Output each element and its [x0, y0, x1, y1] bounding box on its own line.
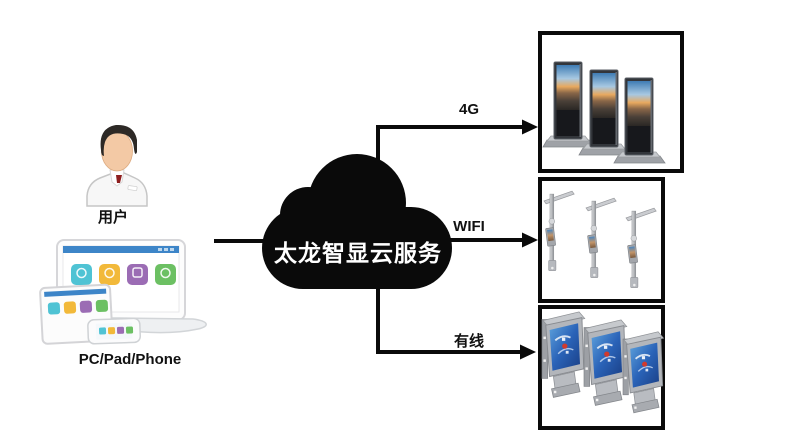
devices-label: PC/Pad/Phone — [78, 351, 182, 368]
arrowhead-wifi — [522, 232, 538, 248]
cloud-service-label: 太龙智显云服务 — [274, 240, 442, 266]
connection-label-wired: 有线 — [453, 333, 484, 350]
arrowhead-wired — [520, 344, 536, 360]
user-label: 用户 — [97, 209, 128, 226]
line-cloud-to-kiosks — [376, 125, 522, 178]
endpoint-box-mounted-displays — [538, 305, 665, 430]
arrowheads — [520, 119, 538, 360]
cloud-icon — [262, 154, 452, 289]
connection-label-4g: 4G — [458, 101, 479, 118]
connection-label-wifi: WIFI — [453, 218, 485, 235]
user-person-icon — [86, 124, 148, 207]
arrowhead-4g — [522, 119, 538, 135]
pc-pad-phone-icon — [39, 239, 207, 345]
endpoint-box-light-pole-displays — [538, 177, 665, 303]
endpoint-box-kiosk-displays — [538, 31, 684, 173]
